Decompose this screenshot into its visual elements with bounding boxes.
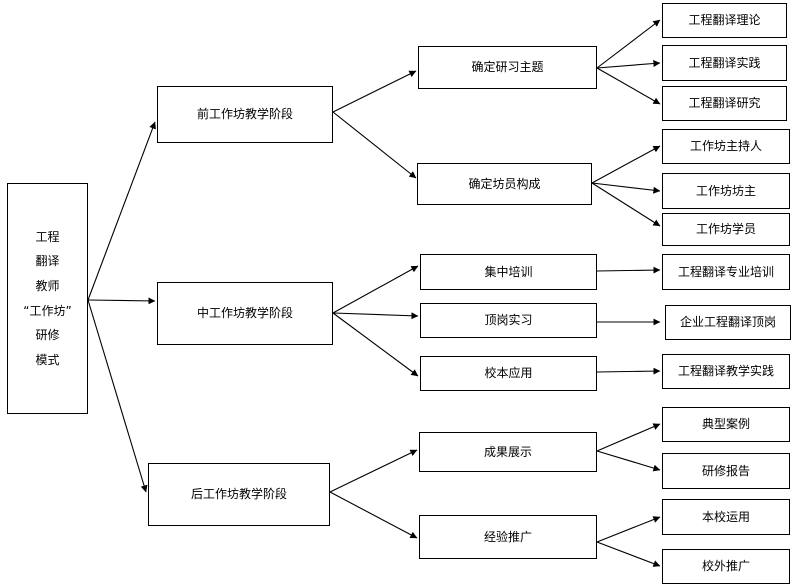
root-line: 翻译: [35, 254, 60, 269]
item-label: 工作坊主持人: [689, 139, 762, 154]
arrow-stage1-to-step2: [332, 111, 417, 179]
item-node: 研修报告: [662, 453, 790, 489]
arrow-results-to-item1: [596, 423, 661, 452]
item-label: 工程翻译专业培训: [677, 264, 774, 279]
item-label: 本校运用: [701, 509, 750, 524]
root-line: 工程: [35, 229, 60, 244]
arrow-results-to-item2: [596, 450, 661, 472]
item-node: 工程翻译研究: [662, 86, 787, 121]
item-label: 工程翻译研究: [688, 96, 761, 111]
item-node: 企业工程翻译顶岗: [665, 305, 791, 340]
item-label: 校外推广: [701, 559, 750, 574]
root-line: 研修: [35, 328, 60, 343]
step-node-topic: 确定研习主题: [418, 46, 597, 89]
item-label: 研修报告: [701, 463, 750, 478]
root-line: 教师: [35, 278, 60, 293]
root-node: 工程 翻译 教师 “工作坊” 研修 模式: [7, 183, 88, 414]
step-label: 成果展示: [483, 444, 532, 459]
step-label: 经验推广: [483, 529, 532, 544]
item-label: 典型案例: [701, 417, 750, 432]
arrow-root-to-stage-2: [87, 297, 156, 305]
arrow-members-to-item3: [591, 182, 661, 227]
step-label: 确定坊员构成: [468, 176, 541, 191]
arrow-stage3-to-step1: [329, 449, 418, 493]
arrow-stage1-to-step1: [332, 70, 417, 113]
arrow-promote-to-item1: [596, 516, 661, 543]
item-node: 校外推广: [662, 549, 790, 584]
stage-node-post: 后工作坊教学阶段: [148, 463, 330, 526]
arrow-training-to-item: [596, 266, 661, 274]
stage-label: 中工作坊教学阶段: [196, 306, 293, 321]
step-node-training: 集中培训: [420, 254, 597, 290]
stage-node-mid: 中工作坊教学阶段: [157, 282, 333, 345]
arrow-topic-to-item1: [596, 19, 661, 69]
arrow-root-to-stage-1: [87, 121, 156, 301]
arrow-promote-to-item2: [596, 541, 661, 567]
item-label: 工作坊坊主: [695, 183, 756, 198]
root-line: “工作坊”: [23, 303, 72, 318]
step-node-promote: 经验推广: [419, 515, 597, 559]
stage-label: 前工作坊教学阶段: [196, 107, 293, 122]
item-node: 工作坊坊主: [662, 173, 790, 209]
step-node-internship: 顶岗实习: [420, 303, 597, 338]
step-label: 确定研习主题: [471, 60, 544, 75]
arrow-application-to-item: [596, 367, 661, 375]
step-label: 校本应用: [484, 366, 533, 381]
item-node: 工作坊学员: [662, 213, 790, 246]
arrow-stage2-to-step3: [332, 312, 419, 377]
arrow-topic-to-item2: [596, 60, 661, 69]
item-label: 工程翻译教学实践: [677, 364, 774, 379]
arrow-members-to-item1: [591, 145, 661, 184]
item-label: 企业工程翻译顶岗: [679, 315, 776, 330]
arrow-stage2-to-step2: [332, 312, 419, 320]
stage-label: 后工作坊教学阶段: [190, 487, 287, 502]
item-node: 本校运用: [662, 499, 790, 535]
item-node: 工程翻译专业培训: [662, 254, 790, 290]
item-node: 典型案例: [662, 407, 790, 442]
item-node: 工程翻译实践: [662, 45, 787, 81]
step-node-results: 成果展示: [419, 432, 597, 472]
stage-node-pre: 前工作坊教学阶段: [157, 86, 333, 143]
arrow-stage2-to-step1: [332, 265, 419, 314]
item-node: 工作坊主持人: [662, 129, 790, 164]
item-node: 工程翻译理论: [662, 3, 787, 38]
arrow-members-to-item2: [591, 182, 661, 194]
arrow-topic-to-item3: [596, 67, 661, 105]
step-label: 顶岗实习: [484, 313, 533, 328]
item-label: 工作坊学员: [695, 222, 756, 237]
root-line: 模式: [35, 352, 60, 367]
item-node: 工程翻译教学实践: [662, 354, 790, 389]
step-node-members: 确定坊员构成: [417, 163, 592, 205]
arrow-stage3-to-step2: [329, 491, 418, 539]
item-label: 工程翻译实践: [688, 55, 761, 70]
step-label: 集中培训: [484, 264, 533, 279]
item-label: 工程翻译理论: [688, 13, 761, 28]
arrow-root-to-stage-3: [87, 299, 148, 493]
step-node-application: 校本应用: [420, 356, 597, 391]
